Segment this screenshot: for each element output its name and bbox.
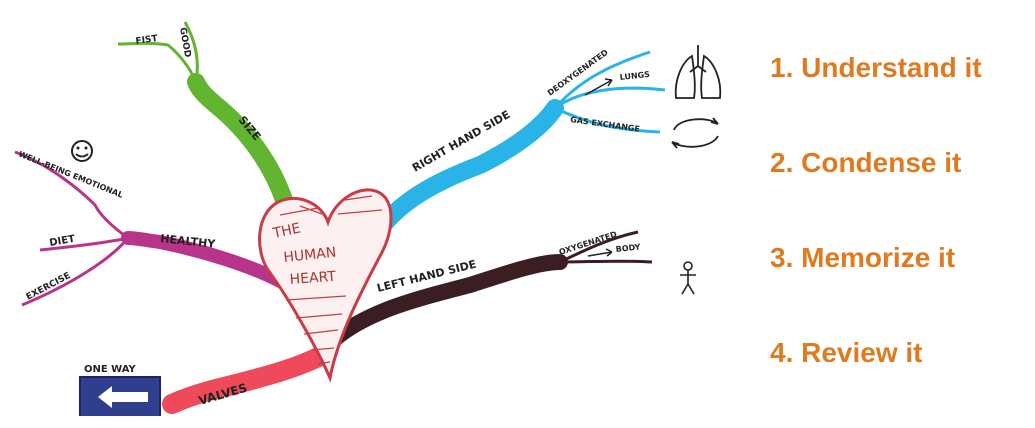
gas-exchange-label: GAS EXCHANGE	[570, 115, 641, 134]
step-understand: 1. Understand it	[770, 52, 982, 83]
healthy-branch: HEALTHY WELL-BEING EMOTIONAL DIET EXERCI…	[14, 150, 289, 307]
well-being-label: WELL-BEING EMOTIONAL	[17, 150, 124, 200]
right-hand-side-branch: RIGHT HAND SIDE DEOXYGENATED LUNGS GAS E…	[369, 48, 666, 241]
one-way-label: ONE WAY	[84, 364, 137, 375]
exchange-arrows-icon	[671, 117, 719, 149]
study-steps-list: 1. Understand it 2. Condense it 3. Memor…	[770, 48, 1032, 428]
step-condense: 2. Condense it	[770, 147, 962, 178]
body-label: BODY	[615, 242, 641, 254]
smiley-icon	[71, 140, 93, 162]
heart-center: THE HUMAN HEART	[258, 188, 393, 384]
stick-figure-icon	[680, 261, 696, 295]
healthy-label: HEALTHY	[160, 232, 217, 251]
heart-title-line1: THE	[271, 220, 303, 242]
exercise-label: EXERCISE	[25, 271, 73, 303]
heart-title-line2: HUMAN	[283, 245, 337, 266]
diet-label: DIET	[49, 234, 76, 249]
step-review: 4. Review it	[770, 337, 923, 368]
fist-label: FIST	[135, 34, 159, 47]
heart-title-line3: HEART	[289, 269, 337, 288]
one-way-sign-icon: ONE WAY	[79, 364, 161, 416]
lungs-label: LUNGS	[619, 70, 650, 82]
size-branch: SIZE FIST GOOD	[117, 21, 293, 209]
mind-map-canvas: SIZE FIST GOOD HEALTHY WELL-BEING EMOTIO…	[14, 21, 722, 416]
lungs-icon	[674, 45, 722, 99]
valves-branch: VALVES	[162, 342, 338, 414]
step-memorize: 3. Memorize it	[770, 242, 956, 273]
